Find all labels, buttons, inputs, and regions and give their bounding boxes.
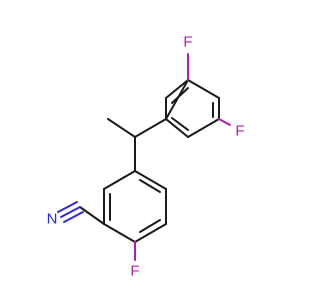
nitrile-triple-bond [60,206,81,218]
bond [187,118,220,138]
fluorine-atom-bottom: F [130,263,139,280]
bond-to-nitrile-carbon [79,206,105,225]
nitrile-triple-bond [63,211,84,223]
structure-diagram: F F N F [47,34,245,280]
bond [134,170,167,190]
bond [165,79,189,99]
double-bond-inner [171,87,189,104]
fluorine-atom-right: F [235,123,244,140]
molecule-canvas: F F N F [47,34,245,280]
nitrogen-atom: N [47,211,58,228]
bond [134,118,167,138]
bond [134,223,167,243]
double-bond-inner [139,219,161,233]
bond-to-fluorine [218,118,231,126]
bond [165,118,189,138]
bond [103,170,136,190]
bond [103,223,136,243]
difluorophenyl-ring [165,79,220,138]
bond [187,79,220,99]
fluorobenzonitrile-ring [103,170,167,243]
double-bond-inner [171,117,189,131]
nitrile-triple-bond [57,201,78,213]
bond-methyl [107,118,136,138]
double-bond-inner [139,179,161,193]
fluorine-atom-top: F [183,34,192,51]
